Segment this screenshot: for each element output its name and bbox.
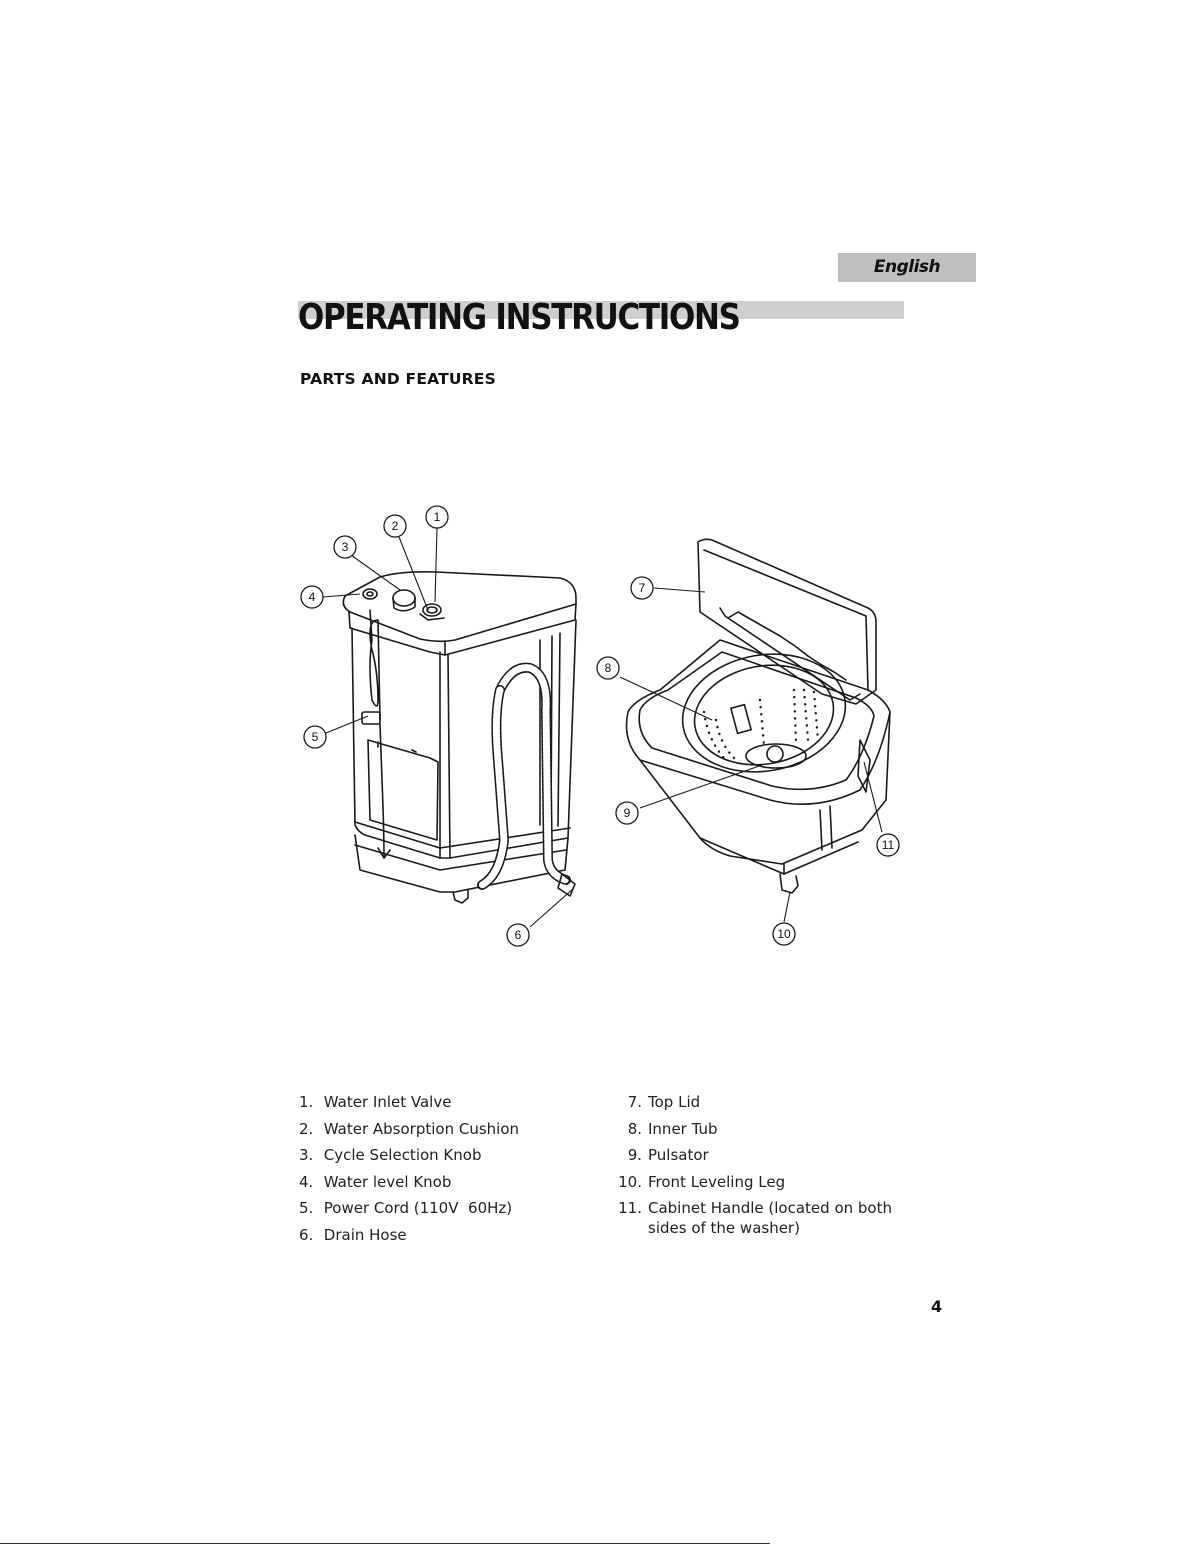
- washer-front-view: [627, 539, 891, 893]
- callout-label-2: 2: [392, 519, 399, 533]
- page-number: 4: [931, 1297, 942, 1316]
- list-item: 8.Inner Tub: [612, 1119, 918, 1146]
- list-item: 9.Pulsator: [612, 1145, 918, 1172]
- list-item: 1. Water Inlet Valve: [299, 1092, 519, 1119]
- list-item: 5. Power Cord (110V 60Hz): [299, 1198, 519, 1225]
- callout-label-3: 3: [342, 540, 349, 554]
- callout-label-1: 1: [434, 510, 441, 524]
- list-item: 3. Cycle Selection Knob: [299, 1145, 519, 1172]
- callout-label-9: 9: [624, 806, 631, 820]
- list-item: 10.Front Leveling Leg: [612, 1172, 918, 1199]
- callout-label-10: 10: [777, 927, 791, 941]
- callout-label-5: 5: [312, 730, 319, 744]
- callout-label-11: 11: [882, 838, 895, 852]
- callout-label-8: 8: [605, 661, 612, 675]
- washer-parts-diagram: 1 2 3 4 5 6 7 8 9 10 11: [0, 0, 1204, 1000]
- list-item: 4. Water level Knob: [299, 1172, 519, 1199]
- list-item: 2. Water Absorption Cushion: [299, 1119, 519, 1146]
- list-item: 6. Drain Hose: [299, 1225, 519, 1252]
- washer-rear-view: [343, 572, 576, 903]
- list-item: 11.Cabinet Handle (located on both sides…: [612, 1198, 918, 1225]
- parts-list-left: 1. Water Inlet Valve 2. Water Absorption…: [299, 1092, 519, 1251]
- list-item: 7.Top Lid: [612, 1092, 918, 1119]
- callout-label-7: 7: [639, 581, 646, 595]
- bottom-rule: [0, 1543, 770, 1544]
- callout-label-4: 4: [309, 590, 316, 604]
- parts-list-right: 7.Top Lid 8.Inner Tub 9.Pulsator 10.Fron…: [612, 1092, 918, 1225]
- callout-label-6: 6: [515, 928, 522, 942]
